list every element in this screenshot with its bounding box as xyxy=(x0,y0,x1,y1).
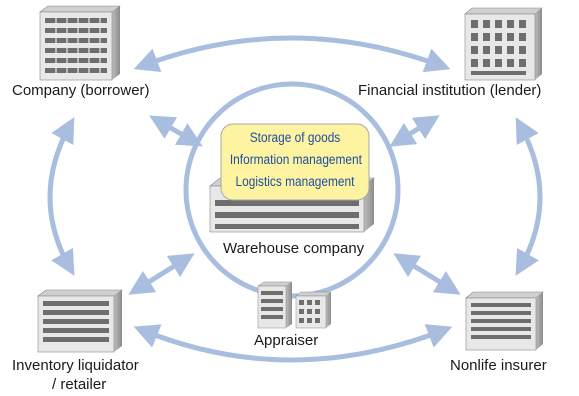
building-lender-icon xyxy=(464,7,543,81)
label-liquidator-line1: Inventory liquidator xyxy=(12,357,139,374)
arc-borrower-liquidator xyxy=(47,117,75,276)
arrow-insurer-warehouse xyxy=(393,253,461,295)
building-liquidator-icon xyxy=(37,289,123,353)
arc-lender-insurer xyxy=(515,117,543,276)
arrow-borrower-warehouse xyxy=(149,115,203,147)
arrow-lender-warehouse xyxy=(389,115,440,147)
outer-arcs xyxy=(47,35,543,363)
service-logistics: Logistics management xyxy=(235,174,355,189)
label-appraiser: Appraiser xyxy=(254,332,319,349)
services-box xyxy=(220,123,370,201)
spoke-arrows xyxy=(128,115,461,295)
arrow-liquidator-warehouse xyxy=(128,253,195,295)
arc-liquidator-insurer xyxy=(133,324,453,363)
appraiser-building-icon xyxy=(257,281,332,329)
label-borrower: Company (borrower) xyxy=(12,82,150,99)
service-information: Information management xyxy=(229,152,362,167)
arc-borrower-lender xyxy=(133,35,451,73)
building-insurer-icon xyxy=(465,291,544,351)
label-warehouse: Warehouse company xyxy=(223,240,365,257)
service-storage: Storage of goods xyxy=(249,130,341,145)
label-insurer: Nonlife insurer xyxy=(450,357,547,374)
building-borrower-icon xyxy=(39,5,121,81)
label-lender: Financial institution (lender) xyxy=(358,82,542,99)
label-liquidator-line2: / retailer xyxy=(52,376,107,393)
